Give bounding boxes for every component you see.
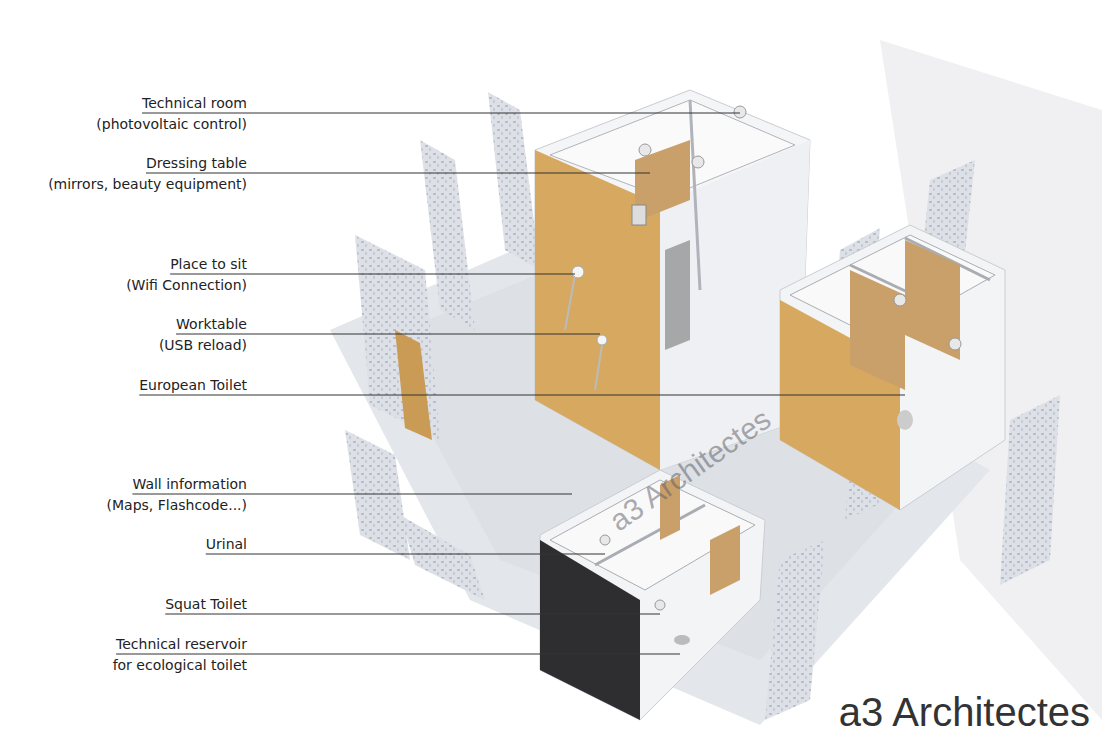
callout-note: (Wifi Connection) (126, 277, 247, 294)
callout-label: Wall information (132, 476, 247, 493)
callout-label: Technical room (142, 95, 247, 112)
callout-label: European Toilet (139, 377, 247, 394)
callout-label: Dressing table (146, 155, 247, 172)
logo-text: a3 Architectes (839, 690, 1090, 735)
callout-label: Urinal (206, 536, 247, 553)
callout-note: (mirrors, beauty equipment) (48, 176, 247, 193)
callout-label: Squat Toilet (165, 596, 247, 613)
leader-line (139, 395, 905, 396)
callout-label: Technical reservoir (116, 636, 247, 653)
leader-line (170, 274, 575, 275)
leader-line (132, 494, 572, 495)
callout-label: Worktable (176, 316, 247, 333)
leader-line (146, 173, 650, 174)
leader-line (142, 113, 740, 114)
callout-note: (USB reload) (159, 337, 247, 354)
callout-note: (Maps, Flashcode...) (107, 497, 247, 514)
callout-note: (photovoltaic control) (96, 116, 247, 133)
leader-line (176, 334, 600, 335)
leader-line (165, 614, 660, 615)
leader-line (116, 654, 680, 655)
callout-note: for ecological toilet (113, 657, 247, 674)
callout-label: Place to sit (170, 256, 247, 273)
leader-line (206, 554, 605, 555)
